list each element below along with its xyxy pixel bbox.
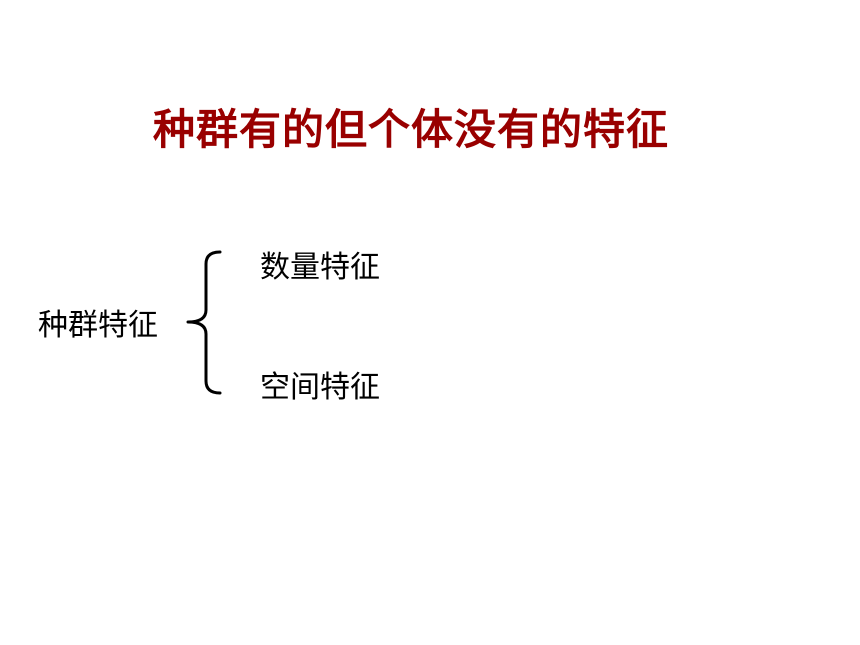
root-label: 种群特征 [38,308,158,343]
slide-title: 种群有的但个体没有的特征 [152,105,669,154]
branch-quantity: 数量特征 [260,250,380,285]
curly-brace [186,250,222,395]
branch-spatial: 空间特征 [260,370,380,405]
